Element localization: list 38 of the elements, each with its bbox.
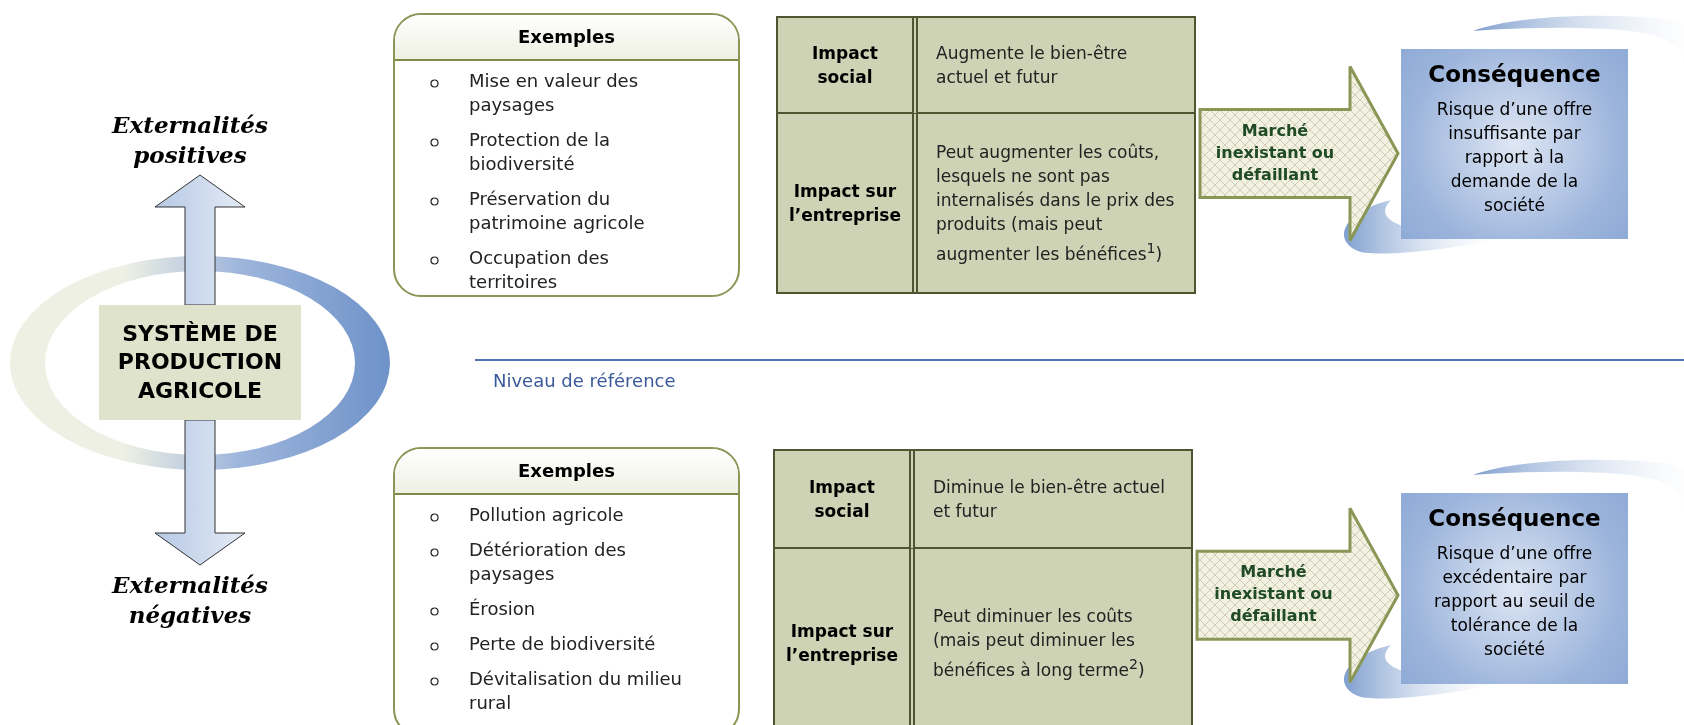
row-heading: Impact sur l’entreprise: [788, 180, 902, 227]
table-text: Diminue le bien-être actuel et futur: [933, 476, 1166, 523]
examples-card: [393, 13, 740, 297]
row-heading: Impact social: [808, 476, 876, 523]
heading-text: Externalités négatives: [110, 570, 269, 630]
list-item: Érosion: [469, 597, 536, 621]
list-item: Pollution agricole: [469, 503, 624, 527]
system-title: SYSTÈME DE PRODUCTION AGRICOLE: [116, 319, 284, 405]
box-heading: Conséquence: [1427, 505, 1602, 531]
list-item: Protection de la biodiversité: [469, 128, 612, 176]
table-text: Augmente le bien-être actuel et futur: [936, 42, 1129, 89]
row-heading: Impact social: [811, 42, 879, 89]
list-item: Dévitalisation du milieu rural: [469, 667, 683, 715]
list-item: Mise en valeur des paysages: [469, 69, 640, 117]
system-box: [99, 305, 301, 420]
table-text: Peut augmenter les coûts, lesquels ne sont pas internalisés dans le prix des produits (mais peut augmenter les bénéfices$^{1}$): [936, 141, 1176, 266]
row-heading: Impact sur l’entreprise: [785, 620, 899, 667]
chevron-arrow: [1195, 506, 1400, 684]
card-heading: Exemples: [395, 449, 738, 495]
edge-label: Marché inexistant ou défaillant: [1213, 561, 1334, 628]
axis-label: Niveau de référence: [493, 370, 676, 391]
table-text: Peut diminuer les coûts (mais peut diminuer les bénéfices à long terme$^{2}$): [933, 605, 1146, 682]
list-item: Détérioration des paysages: [469, 538, 627, 586]
block-arrow: [154, 174, 246, 306]
card-heading: Exemples: [395, 15, 738, 61]
edge-label: Marché inexistant ou défaillant: [1214, 119, 1336, 186]
list-item: Perte de biodiversité: [469, 632, 656, 656]
box-text: Risque d’une offre insuffisante par rapport à la demande de la société: [1435, 98, 1594, 217]
block-arrow: [154, 419, 246, 566]
box-heading: Conséquence: [1427, 61, 1602, 87]
impact-table: [776, 16, 1196, 294]
list-item: Occupation des territoires: [469, 246, 610, 294]
box-text: Risque d’une offre excédentaire par rapport au seuil de tolérance de la société: [1432, 542, 1597, 661]
list-item: Préservation du patrimoine agricole: [469, 187, 646, 235]
impact-table: [773, 449, 1193, 725]
heading-text: Externalités positives: [110, 110, 269, 170]
chevron-arrow: [1198, 65, 1400, 242]
examples-card: [393, 447, 740, 725]
